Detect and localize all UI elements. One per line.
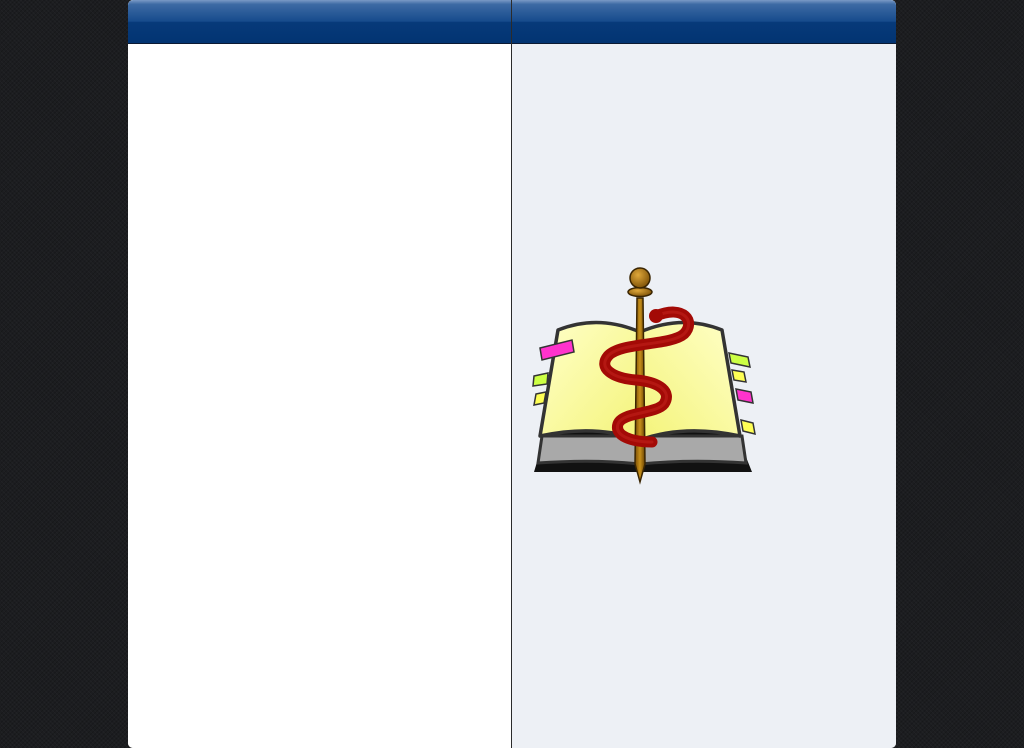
tab-pink-right — [735, 388, 754, 404]
tab-green-right — [728, 352, 751, 368]
splash-logo — [524, 264, 760, 488]
detail-navigation-bar — [512, 0, 896, 44]
master-pane — [128, 0, 511, 748]
tab-yellow-right-2 — [740, 418, 756, 436]
pane-divider[interactable] — [511, 0, 512, 748]
medical-book-icon — [532, 267, 756, 485]
snake-head — [649, 309, 663, 323]
split-view-container — [128, 0, 896, 748]
staff-knob — [629, 267, 651, 289]
tab-yellow-right — [731, 369, 747, 383]
snake — [599, 306, 695, 448]
tab-yellow-left — [533, 391, 547, 406]
tab-pink-left — [539, 339, 575, 361]
tab-green-left — [532, 372, 549, 387]
master-navigation-bar — [128, 0, 511, 44]
staff-collar — [627, 286, 653, 298]
